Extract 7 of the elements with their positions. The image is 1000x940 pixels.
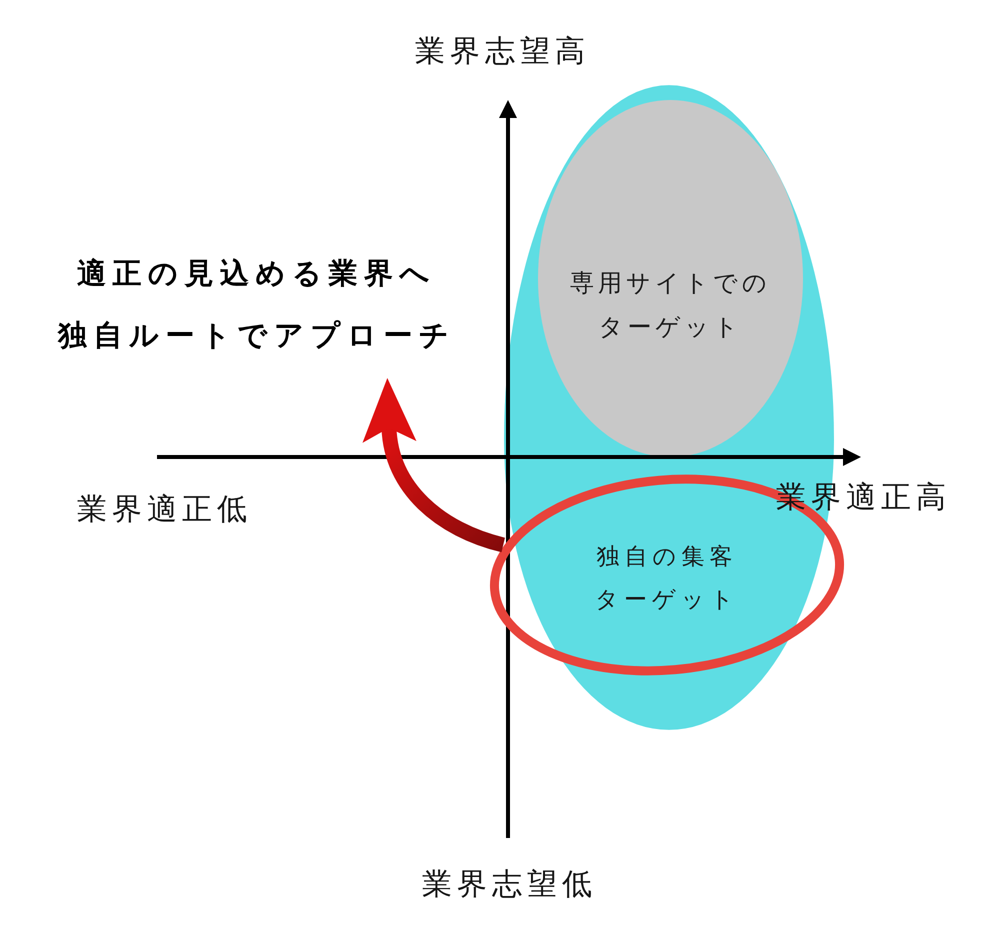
axis-label: 業界適正低 [77, 491, 252, 529]
axis-label: 業界志望低 [422, 866, 597, 904]
axis-label: 業界志望高 [415, 33, 590, 71]
region-label: 専用サイトでのターゲット [569, 268, 772, 343]
curved-arrow [364, 378, 506, 552]
annotation-text: 適正の見込める業界へ独自ルートでアプローチ [58, 242, 458, 366]
region-label: 独自の集客ターゲット [594, 542, 740, 614]
